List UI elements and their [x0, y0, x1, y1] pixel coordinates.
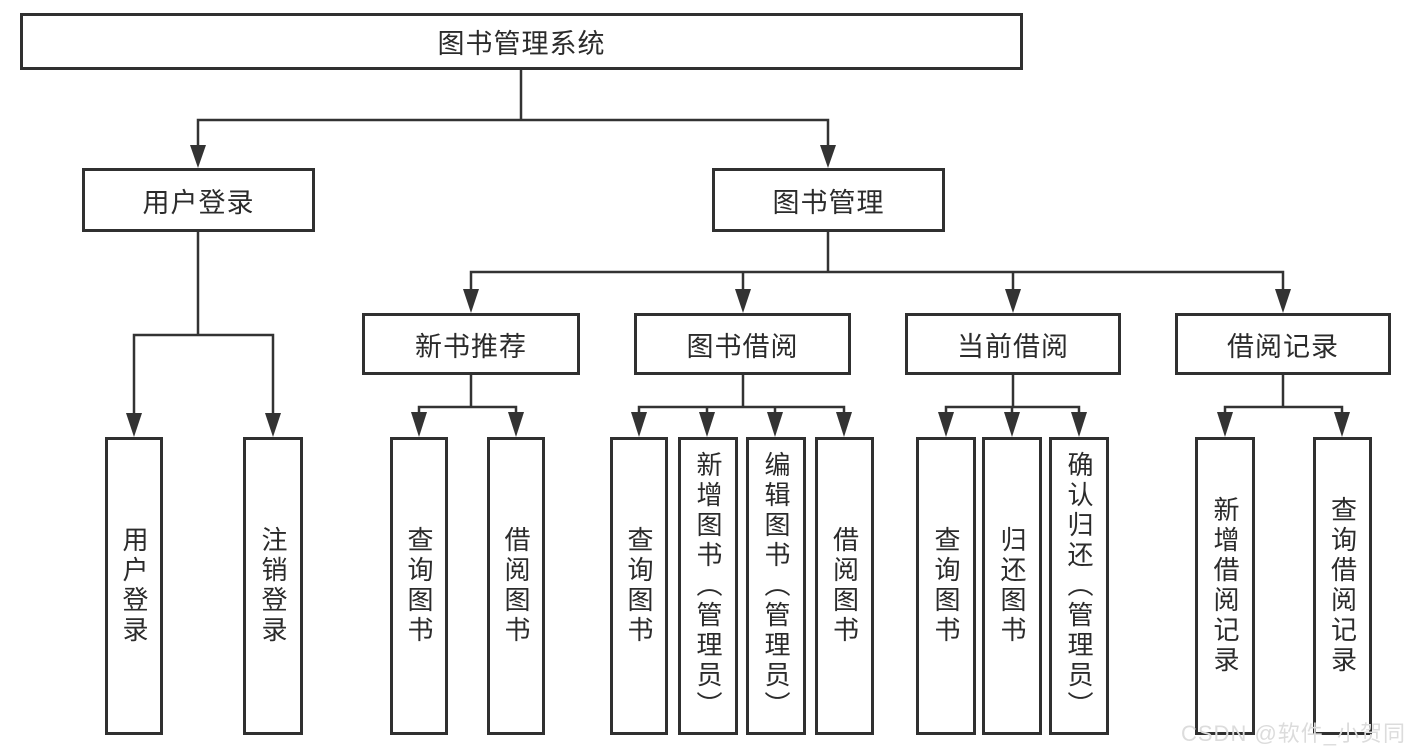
- leaf-cb-return-books: 归还图书: [982, 437, 1042, 735]
- leaf-cb-query-books-label: 查询图书: [931, 526, 961, 646]
- tree-new-book-rec-children: [411, 373, 524, 437]
- node-root-label: 图书管理系统: [437, 29, 606, 59]
- node-book-mgmt-label: 图书管理: [772, 187, 885, 218]
- leaf-bb-borrow-books: 借阅图书: [815, 437, 874, 735]
- leaf-br-add-record: 新增借阅记录: [1195, 437, 1255, 735]
- leaf-bb-add-books: 新增图书（管理员）: [678, 437, 738, 735]
- leaf-rec-query-books: 查询图书: [390, 437, 448, 735]
- leaf-br-query-record: 查询借阅记录: [1313, 437, 1372, 735]
- leaf-cb-confirm-return: 确认归还（管理员）: [1049, 437, 1109, 735]
- node-current-borrow: 当前借阅: [905, 313, 1121, 375]
- tree-user-login-children: [126, 230, 281, 437]
- leaf-bb-add-books-label: 新增图书（管理员）: [693, 451, 723, 721]
- leaf-cb-query-books: 查询图书: [916, 437, 976, 735]
- leaf-user-login-label: 用户登录: [119, 526, 149, 646]
- node-book-borrow: 图书借阅: [634, 313, 851, 375]
- leaf-bb-query-books-label: 查询图书: [624, 526, 654, 646]
- tree-borrow-records-children: [1217, 373, 1350, 437]
- leaf-logout-label: 注销登录: [258, 526, 288, 646]
- csdn-watermark: CSDN @软件_小贺同学: [1181, 721, 1405, 746]
- node-user-login: 用户登录: [82, 168, 315, 232]
- node-borrow-records: 借阅记录: [1175, 313, 1391, 375]
- tree-book-mgmt-to-level3: [463, 230, 1291, 313]
- tree-current-borrow-children: [938, 373, 1087, 437]
- leaf-bb-borrow-books-label: 借阅图书: [829, 526, 860, 646]
- node-new-book-rec: 新书推荐: [362, 313, 580, 375]
- node-root: 图书管理系统: [20, 13, 1023, 70]
- tree-root-to-level2: [190, 68, 836, 168]
- node-user-login-label: 用户登录: [142, 187, 255, 218]
- node-book-mgmt: 图书管理: [712, 168, 945, 232]
- leaf-user-login: 用户登录: [105, 437, 163, 735]
- leaf-cb-return-books-label: 归还图书: [997, 526, 1027, 646]
- leaf-rec-borrow-books-label: 借阅图书: [501, 526, 531, 646]
- leaf-bb-edit-books: 编辑图书（管理员）: [746, 437, 806, 735]
- leaf-br-add-record-label: 新增借阅记录: [1210, 496, 1240, 676]
- leaf-rec-borrow-books: 借阅图书: [487, 437, 545, 735]
- tree-book-borrow-children: [631, 373, 852, 437]
- leaf-br-query-record-label: 查询借阅记录: [1327, 496, 1358, 676]
- leaf-bb-query-books: 查询图书: [610, 437, 668, 735]
- node-book-borrow-label: 图书借阅: [686, 331, 799, 362]
- leaf-cb-confirm-return-label: 确认归还（管理员）: [1064, 451, 1094, 721]
- leaf-bb-edit-books-label: 编辑图书（管理员）: [761, 451, 791, 721]
- leaf-rec-query-books-label: 查询图书: [404, 526, 434, 646]
- node-borrow-records-label: 借阅记录: [1227, 331, 1339, 362]
- node-current-borrow-label: 当前借阅: [957, 331, 1069, 362]
- node-new-book-rec-label: 新书推荐: [415, 331, 527, 362]
- leaf-logout: 注销登录: [243, 437, 303, 735]
